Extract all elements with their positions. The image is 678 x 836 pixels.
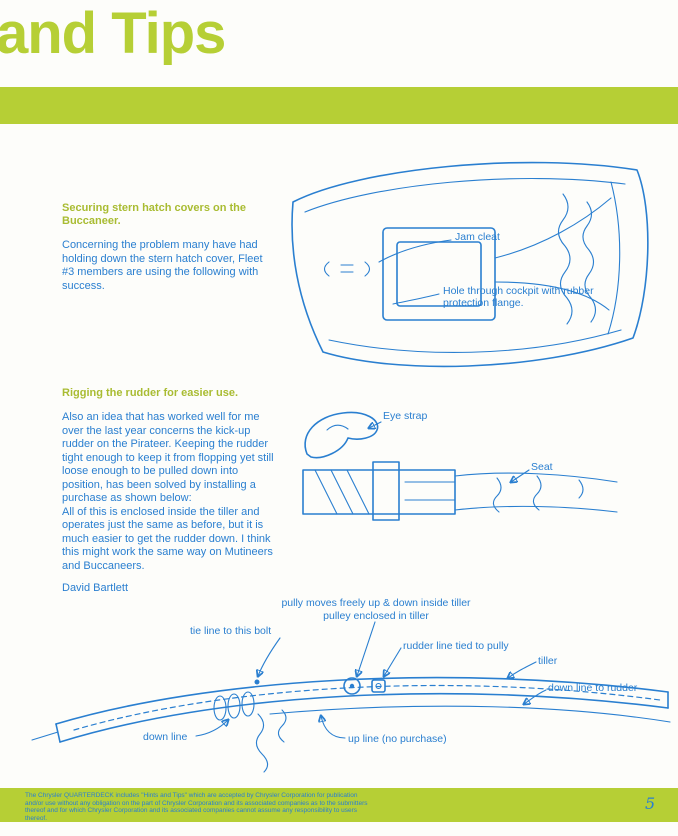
article-heading: Securing stern hatch covers on the Bucca… — [62, 202, 246, 227]
article-body: Concerning the problem many have had hol… — [62, 239, 263, 292]
article-rudder-rigging: Rigging the rudder for easier use. Also … — [62, 387, 278, 595]
label-cockpit-hole: Hole through cockpit with rubber protect… — [443, 285, 594, 309]
article-heading: Rigging the rudder for easier use. — [62, 387, 239, 399]
stern-hatch-diagram — [291, 161, 649, 368]
label-eye-strap: Eye strap — [383, 410, 428, 422]
label-up-line: up line (no purchase) — [348, 733, 447, 745]
label-jam-cleat: Jam cleat — [455, 231, 500, 243]
tiller-pulley-diagram — [31, 621, 671, 773]
top-green-band — [0, 87, 678, 124]
label-pulley-moves: pully moves freely up & down inside till… — [281, 597, 471, 609]
label-down-line-to-rudder: down line to rudder — [548, 682, 638, 694]
label-seat: Seat — [531, 461, 553, 473]
rudder-seat-diagram — [302, 411, 618, 521]
label-tiller: tiller — [538, 655, 558, 667]
article-body: Also an idea that has worked well for me… — [62, 411, 274, 572]
article-byline: David Bartlett — [62, 582, 129, 594]
bottom-green-band — [0, 788, 678, 822]
page-title: and Tips — [0, 1, 226, 66]
label-pulley-enclosed: pulley enclosed in tiller — [323, 610, 429, 622]
label-rudder-line: rudder line tied to pully — [403, 640, 509, 652]
label-tie-line: tie line to this bolt — [190, 625, 272, 637]
article-stern-hatch: Securing stern hatch covers on the Bucca… — [62, 202, 274, 293]
page-number: 5 — [645, 794, 656, 813]
label-down-line: down line — [143, 731, 188, 743]
footer-disclaimer: The Chrysler QUARTERDECK includes "Hints… — [25, 792, 368, 822]
